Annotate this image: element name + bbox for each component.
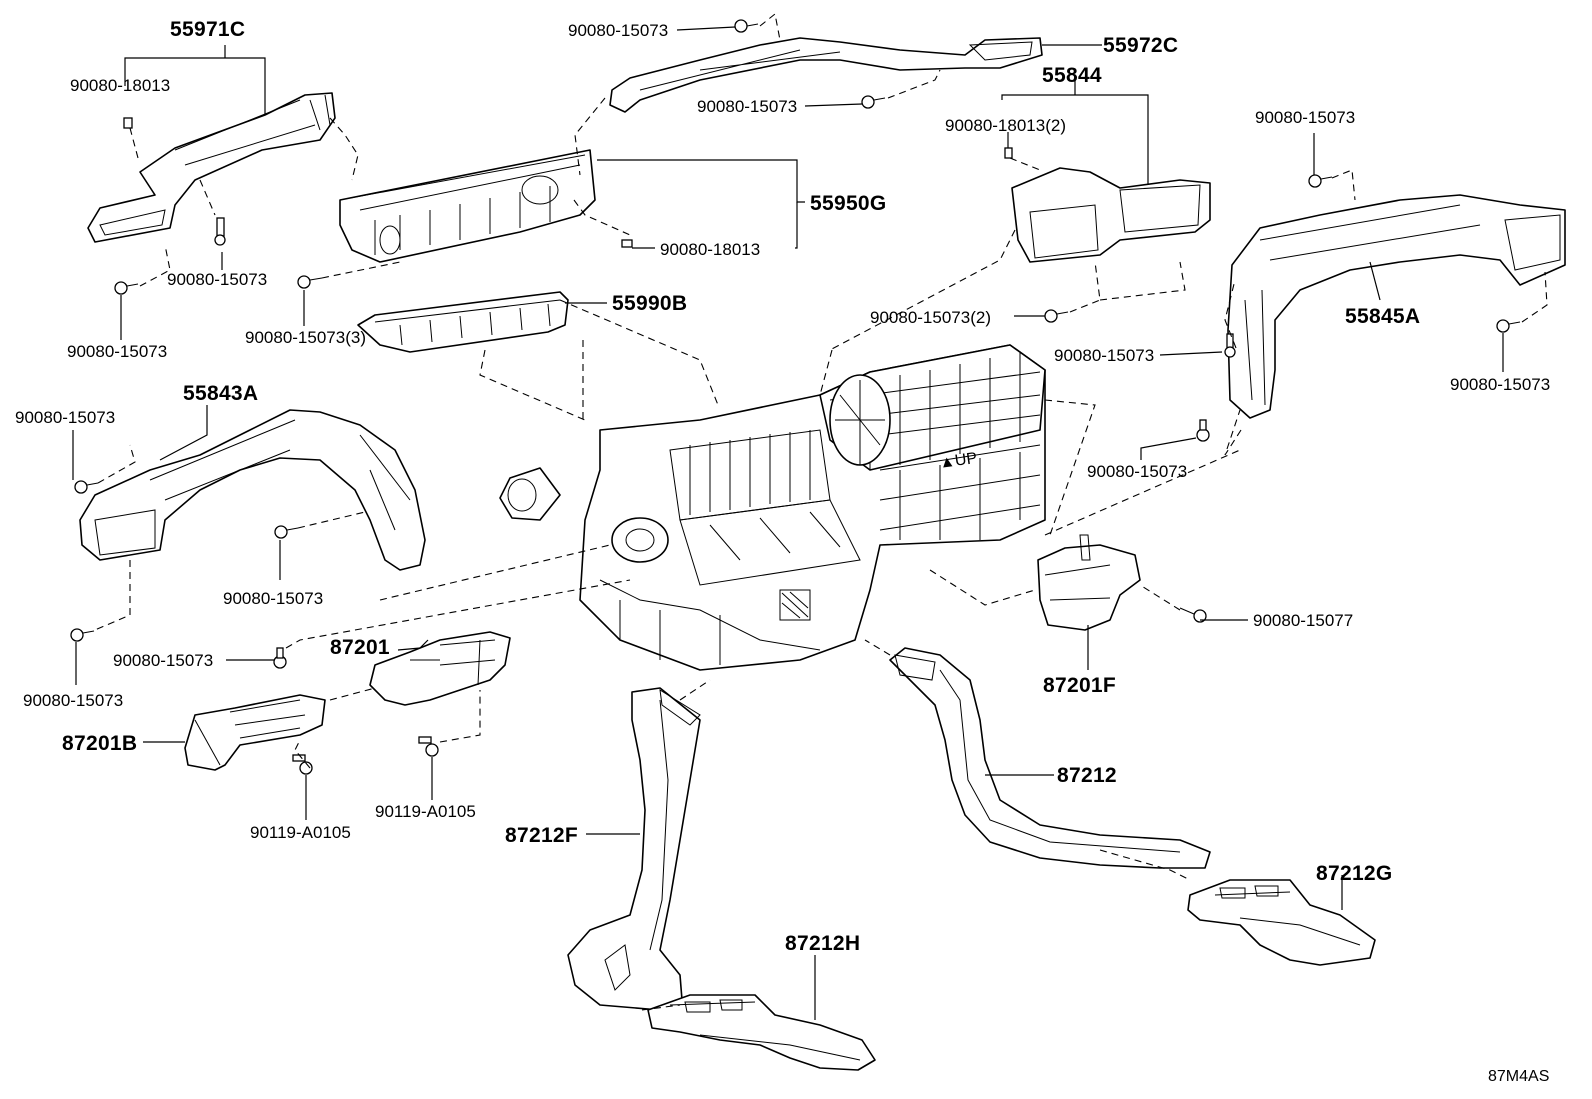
clip-icon xyxy=(621,239,633,248)
label-55843A: 55843A xyxy=(183,382,258,405)
bolt-icon xyxy=(274,525,299,539)
label-fastener: 90080-15073 xyxy=(167,270,267,289)
unit-up-mark: ▲UP xyxy=(938,450,978,472)
duct-87201 xyxy=(369,631,511,706)
label-fastener: 90080-15073 xyxy=(1087,462,1187,481)
clip-icon xyxy=(1004,147,1013,159)
bolt-icon xyxy=(734,19,759,33)
part-labels: 55971C 55972C 55844 55950G 55990B 55845A… xyxy=(62,18,1420,955)
label-55972C: 55972C xyxy=(1103,34,1178,57)
label-87212G: 87212G xyxy=(1316,862,1393,885)
label-fastener: 90080-15073 xyxy=(223,589,323,608)
label-55844: 55844 xyxy=(1042,64,1102,87)
bolt-icon xyxy=(74,480,99,494)
label-fastener: 90119-A0105 xyxy=(375,802,476,821)
label-fastener: 90080-15073 xyxy=(113,651,213,670)
duct-87212F xyxy=(567,687,701,1011)
label-fastener: 90080-15073 xyxy=(697,97,797,116)
bolt-icon xyxy=(214,217,226,246)
duct-87212H xyxy=(647,994,876,1071)
bolt-icon xyxy=(1496,319,1521,333)
bolt-icon xyxy=(1224,333,1236,358)
duct-87201B xyxy=(184,694,326,771)
leader-lines xyxy=(72,26,1504,1020)
label-55950G: 55950G xyxy=(810,192,887,215)
bolt-icon xyxy=(1179,607,1207,623)
label-fastener: 90080-15073 xyxy=(568,21,668,40)
bolt-icon xyxy=(297,275,323,289)
label-fastener: 90080-15077 xyxy=(1253,611,1353,630)
bolt-icon xyxy=(1308,174,1333,188)
assembly-lines xyxy=(94,13,1548,1011)
hvac-unit: ▲UP xyxy=(499,344,1046,671)
duct-55843A xyxy=(79,409,426,571)
label-87212H: 87212H xyxy=(785,932,860,955)
duct-55972C xyxy=(609,37,1043,113)
bolt-icon xyxy=(70,628,95,642)
label-fastener: 90080-15073(3) xyxy=(245,328,366,347)
bolt-icon xyxy=(1196,419,1210,442)
duct-55844 xyxy=(1011,167,1211,263)
panel-55950G xyxy=(339,149,596,263)
label-fastener: 90080-15073 xyxy=(23,691,123,710)
label-55845A: 55845A xyxy=(1345,305,1420,328)
label-fastener: 90119-A0105 xyxy=(250,823,351,842)
label-55990B: 55990B xyxy=(612,292,687,315)
label-87201B: 87201B xyxy=(62,732,137,755)
label-55971C: 55971C xyxy=(170,18,245,41)
label-fastener: 90080-15073(2) xyxy=(870,308,991,327)
bolt-icon xyxy=(1044,309,1069,323)
label-fastener: 90080-15073 xyxy=(1054,346,1154,365)
bolt-icon xyxy=(861,95,886,109)
duct-55971C xyxy=(87,92,336,243)
filter-55990B xyxy=(357,291,569,353)
diagram-code: 87M4AS xyxy=(1488,1068,1549,1085)
label-fastener: 90080-15073 xyxy=(1450,375,1550,394)
clip-icon xyxy=(123,117,133,129)
bolt-icon xyxy=(273,647,287,669)
label-fastener: 90080-18013 xyxy=(660,240,760,259)
duct-87201F xyxy=(1037,534,1141,631)
duct-87212 xyxy=(889,647,1211,869)
label-87201F: 87201F xyxy=(1043,674,1116,697)
bolt-icon xyxy=(114,281,139,295)
label-fastener: 90080-18013(2) xyxy=(945,116,1066,135)
bolt-icon xyxy=(418,736,439,757)
duct-87212G xyxy=(1187,879,1376,966)
label-fastener: 90080-15073 xyxy=(15,408,115,427)
label-fastener: 90080-18013 xyxy=(70,76,170,95)
label-fastener: 90080-15073 xyxy=(67,342,167,361)
label-87212: 87212 xyxy=(1057,764,1117,787)
label-fastener: 90080-15073 xyxy=(1255,108,1355,127)
fastener-labels: 90080-15073 90080-18013 90080-15073 9008… xyxy=(15,21,1550,842)
duct-55845A xyxy=(1227,194,1566,419)
label-87212F: 87212F xyxy=(505,824,578,847)
label-87201: 87201 xyxy=(330,636,390,659)
fasteners xyxy=(70,19,1521,775)
bolt-icon xyxy=(292,754,313,775)
